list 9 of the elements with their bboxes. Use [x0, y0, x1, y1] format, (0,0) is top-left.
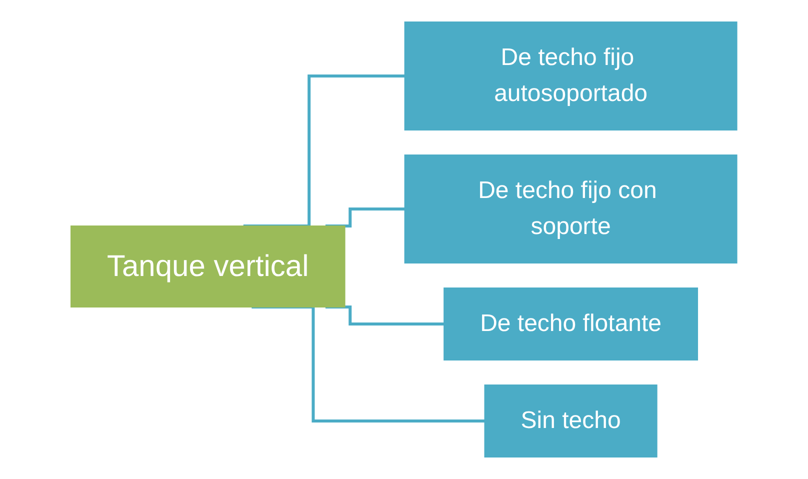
node-box: De techo flotante	[444, 288, 698, 360]
connector	[326, 208, 405, 228]
connector	[326, 306, 444, 326]
node-box: Sin techo	[484, 384, 658, 458]
node-box: De techo fijo con soporte	[404, 154, 738, 264]
connector	[252, 306, 485, 422]
node-box: Tanque vertical	[70, 226, 346, 308]
node-box: De techo fijo autosoportado	[404, 22, 738, 130]
connector	[243, 74, 405, 228]
